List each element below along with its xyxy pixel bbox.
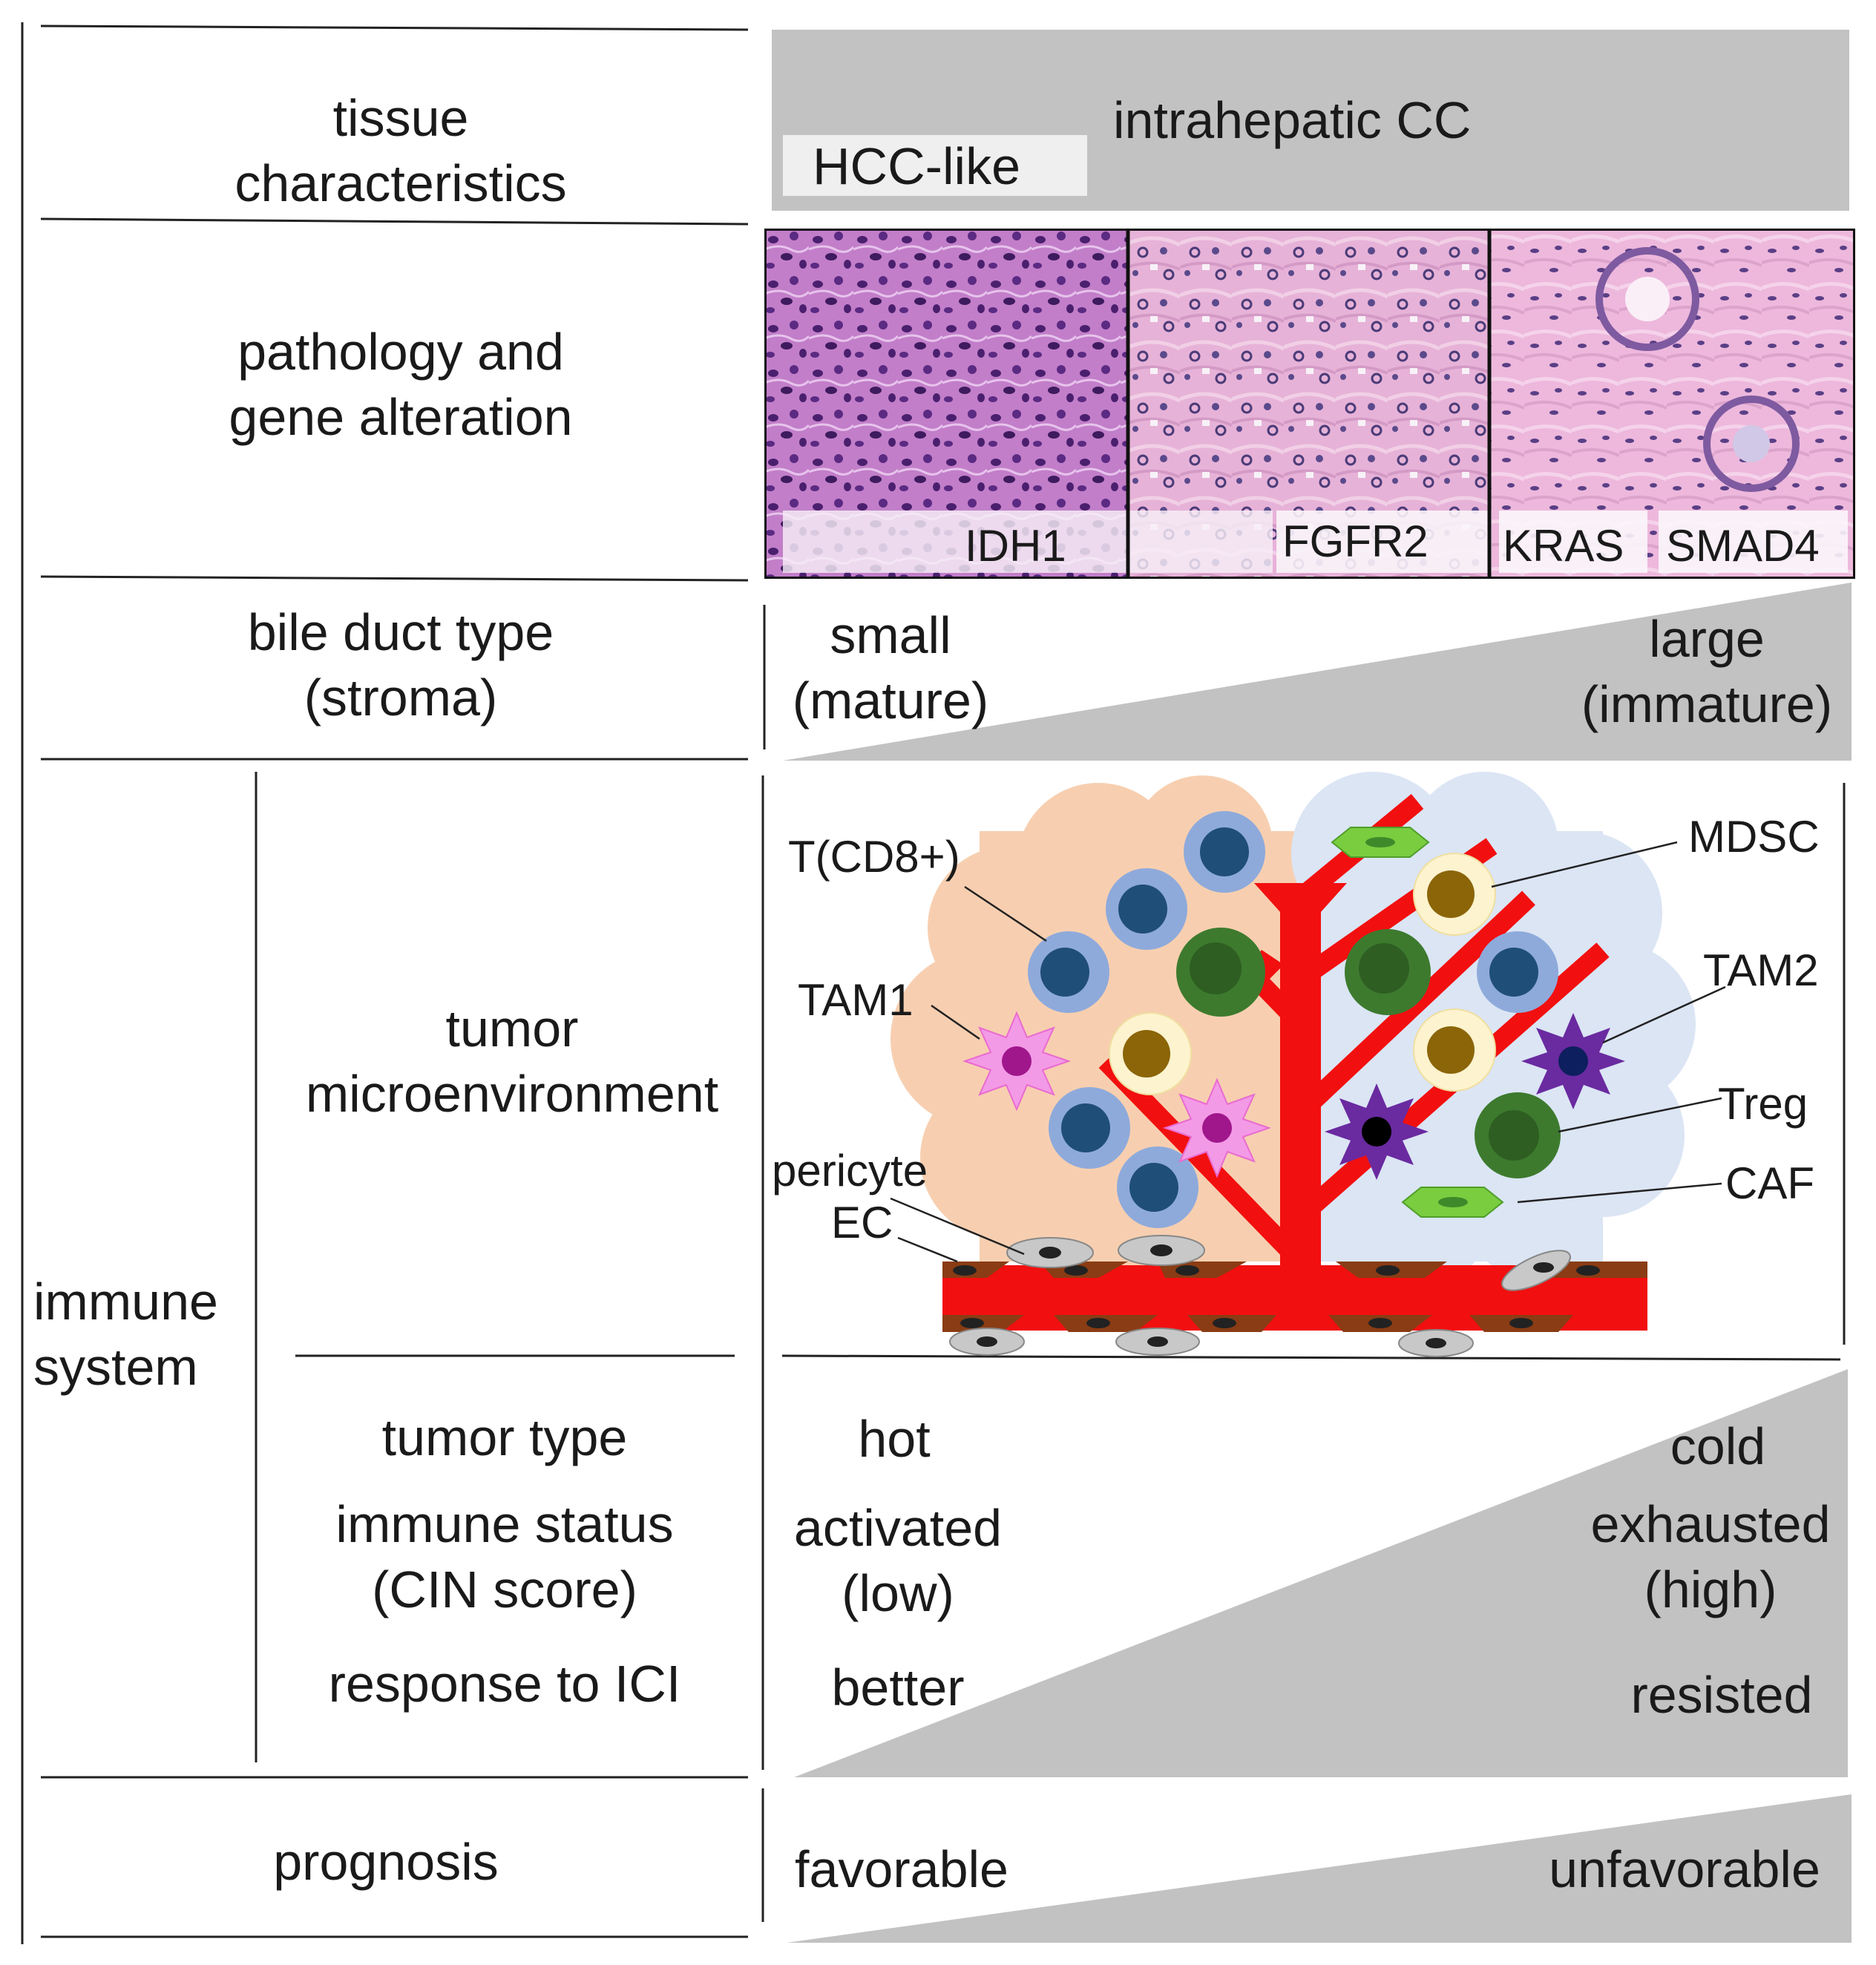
label-caf: CAF <box>1725 1158 1814 1208</box>
bile-left-label: small (mature) <box>792 606 989 729</box>
prognosis-left: favorable <box>795 1840 1008 1898</box>
hcc-like-box <box>783 135 1087 196</box>
right-immune-status: exhausted (high) <box>1590 1495 1831 1618</box>
prognosis-right: unfavorable <box>1549 1840 1820 1898</box>
label-pericyte: pericyte <box>772 1146 928 1195</box>
tissue-main-label: intrahepatic CC <box>1113 91 1472 149</box>
label-mdsc: MDSC <box>1688 812 1820 862</box>
hcc-like-label: HCC-like <box>813 137 1020 195</box>
label-tam1: TAM1 <box>798 975 914 1025</box>
tam2-cells <box>1325 1013 1625 1180</box>
row-label-response-ici: response to ICI <box>328 1655 681 1713</box>
gene-label-smad4: SMAD4 <box>1666 521 1820 571</box>
right-tumor-type: cold <box>1670 1417 1766 1475</box>
gene-label-fgfr2: FGFR2 <box>1282 516 1429 566</box>
row-label-tumor-microenvironment: tumor microenvironment <box>305 1000 719 1123</box>
right-ici: resisted <box>1630 1666 1813 1724</box>
histology-panels <box>764 229 1855 579</box>
row-label-tissue: tissue characteristics <box>234 89 567 212</box>
label-t-cd8: T(CD8+) <box>788 832 960 882</box>
row-label-immune-system: immune system <box>33 1273 218 1396</box>
label-ec: EC <box>831 1198 893 1247</box>
t-cd8-cells <box>1028 811 1558 1228</box>
row-label-prognosis: prognosis <box>273 1833 499 1891</box>
label-tam2: TAM2 <box>1703 945 1819 995</box>
endothelial-nuclei <box>953 1265 1600 1328</box>
row-label-immune-status: immune status (CIN score) <box>335 1495 674 1618</box>
leader-lines <box>890 841 1726 1263</box>
gene-label-idh1: IDH1 <box>965 521 1066 571</box>
left-ici: better <box>831 1659 965 1716</box>
row-label-tumor-type: tumor type <box>381 1408 628 1466</box>
mdsc-cells <box>1109 853 1496 1095</box>
row-label-bile-duct: bile duct type (stroma) <box>247 603 554 726</box>
bile-right-label: large (immature) <box>1581 610 1833 733</box>
green-cells <box>1176 928 1561 1178</box>
gene-label-kras: KRAS <box>1503 521 1624 571</box>
caf-cells <box>1331 827 1504 1218</box>
tam1-cells <box>962 1011 1272 1178</box>
left-tumor-type: hot <box>858 1410 931 1468</box>
left-immune-status: activated (low) <box>793 1499 1003 1622</box>
pericyte-cells <box>949 1235 1571 1357</box>
row-label-pathology: pathology and gene alteration <box>229 323 573 446</box>
label-treg: Treg <box>1718 1079 1808 1129</box>
